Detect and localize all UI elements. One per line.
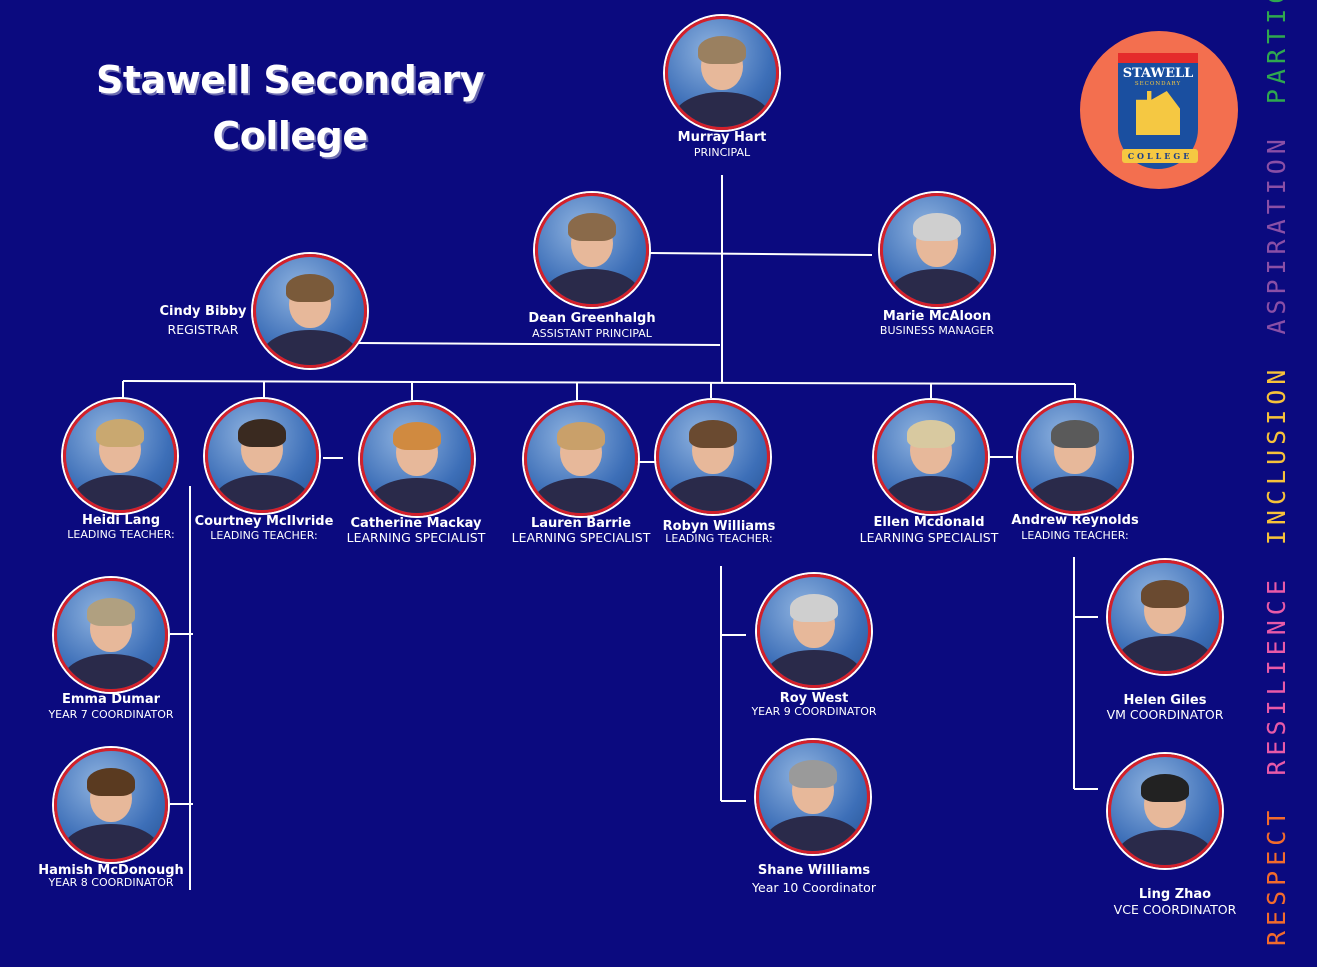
staff-role: LEADING TEACHER: [67, 528, 175, 541]
value-aspiration: ASPIRATION [1262, 134, 1291, 335]
staff-role: LEADING TEACHER: [210, 529, 318, 542]
staff-name: Catherine Mackay [350, 516, 482, 531]
staff-role: VCE COORDINATOR [1113, 902, 1237, 917]
staff-role: REGISTRAR [167, 322, 239, 337]
staff-role: YEAR 7 COORDINATOR [48, 708, 174, 721]
staff-photo [1108, 560, 1222, 674]
staff-photo [757, 574, 871, 688]
staff-name: Ling Zhao [1138, 887, 1212, 902]
staff-role: Year 10 Coordinator [752, 880, 876, 895]
staff-photo [1108, 754, 1222, 868]
staff-photo [665, 16, 779, 130]
staff-name: Hamish McDonough [38, 863, 184, 878]
staff-role: BUSINESS MANAGER [879, 324, 995, 337]
staff-name: Helen Giles [1123, 693, 1207, 708]
logo-text: STAWELL [1122, 66, 1194, 81]
staff-photo [54, 578, 168, 692]
staff-photo [205, 399, 319, 513]
staff-name: Emma Dumar [61, 692, 161, 707]
staff-name: Ellen Mcdonald [873, 515, 985, 530]
staff-role: LEADING TEACHER: [1021, 529, 1129, 542]
staff-photo [54, 748, 168, 862]
staff-name: Lauren Barrie [530, 516, 632, 531]
staff-role: ASSISTANT PRINCIPAL [532, 327, 652, 340]
staff-photo [880, 193, 994, 307]
staff-photo [1018, 400, 1132, 514]
staff-name: Shane Williams [757, 863, 871, 878]
staff-name: Andrew Reynolds [1011, 513, 1139, 528]
staff-role: YEAR 9 COORDINATOR [751, 705, 877, 718]
staff-name: Courtney McIlvride [194, 514, 334, 529]
logo-ribbon: COLLEGE [1122, 149, 1198, 163]
staff-role: PRINCIPAL [693, 146, 751, 159]
staff-role: LEARNING SPECIALIST [511, 530, 651, 545]
staff-photo [874, 400, 988, 514]
staff-photo [253, 254, 367, 368]
value-resilience: RESILIENCE [1262, 575, 1291, 776]
staff-role: LEARNING SPECIALIST [859, 530, 999, 545]
staff-name: Dean Greenhalgh [528, 311, 656, 326]
school-values: RESPECT RESILIENCE INCLUSION ASPIRATION PART… [1262, 0, 1291, 946]
staff-name: Murray Hart [677, 130, 767, 145]
building-icon [1136, 91, 1180, 135]
staff-name: Robyn Williams [662, 519, 776, 534]
staff-role: YEAR 8 COORDINATOR [48, 876, 174, 889]
staff-name: Marie McAloon [882, 309, 992, 324]
staff-role: LEARNING SPECIALIST [346, 530, 486, 545]
value-participation: PARTICIPATION [1262, 0, 1291, 104]
staff-photo [63, 399, 177, 513]
staff-name: Heidi Lang [81, 513, 161, 528]
value-inclusion: INCLUSION [1262, 364, 1291, 546]
page-title: Stawell Secondary College [95, 58, 485, 158]
staff-photo [535, 193, 649, 307]
staff-name: Roy West [779, 691, 849, 706]
staff-role: LEADING TEACHER: [665, 532, 773, 545]
staff-photo [360, 402, 474, 516]
value-respect: RESPECT [1262, 805, 1291, 946]
staff-photo [524, 402, 638, 516]
college-logo: STAWELL SECONDARY COLLEGE [1080, 31, 1238, 189]
staff-photo [656, 400, 770, 514]
staff-photo [756, 740, 870, 854]
logo-subtext: SECONDARY [1134, 81, 1182, 87]
staff-name: Cindy Bibby [159, 304, 247, 319]
staff-role: VM COORDINATOR [1106, 707, 1224, 722]
